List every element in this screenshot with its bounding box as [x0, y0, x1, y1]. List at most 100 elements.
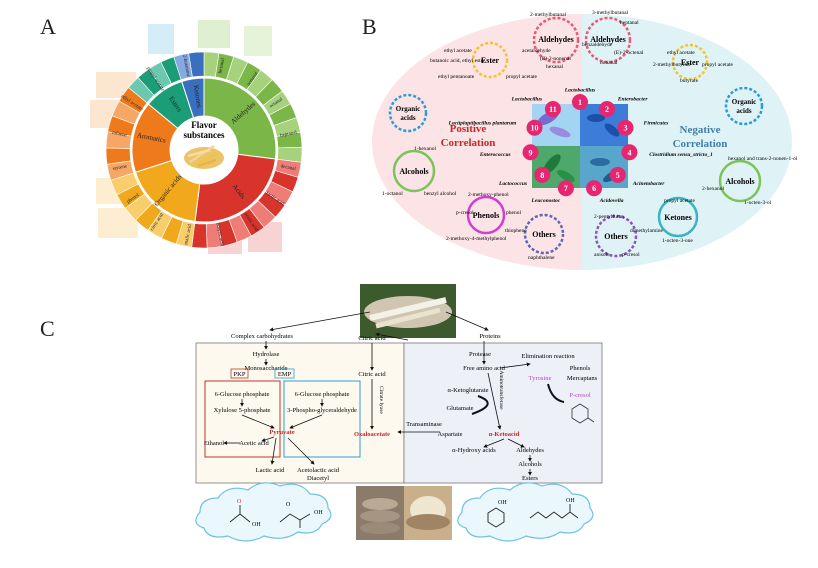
node-proteins: Proteins	[479, 333, 501, 340]
svg-text:OH: OH	[252, 522, 261, 528]
bold-curve-arrow	[471, 395, 489, 415]
svg-text:Ketones: Ketones	[664, 213, 692, 222]
sunburst-outer-label: 2-butanone	[181, 54, 190, 78]
group-ketones-negative: Ketones	[657, 196, 699, 238]
svg-text:1-octen-3-ol: 1-octen-3-ol	[744, 200, 772, 206]
svg-text:OH: OH	[314, 510, 323, 516]
svg-text:Acetolactic acid: Acetolactic acid	[297, 467, 340, 474]
svg-text:Diacetyl: Diacetyl	[307, 475, 329, 482]
bacteria-node-10	[526, 119, 543, 136]
p-cresol-structure	[571, 403, 595, 424]
bacteria-name-label: Lactiplantibacillus plantarum	[448, 121, 517, 127]
svg-text:Others: Others	[604, 232, 628, 241]
svg-text:Esters: Esters	[522, 475, 538, 482]
fries-image	[184, 144, 224, 169]
bacteria-node-number: 11	[549, 105, 557, 114]
svg-text:OH: OH	[566, 498, 575, 504]
sunburst-outer-segment	[188, 51, 205, 78]
svg-text:2-methoxy-phenol: 2-methoxy-phenol	[468, 192, 509, 198]
bacteria-node-6	[586, 180, 603, 197]
cloud-right: OH OH	[457, 482, 594, 542]
svg-text:1-octanol: 1-octanol	[382, 191, 403, 197]
svg-text:Aldehydes: Aldehydes	[516, 447, 544, 454]
food-photo	[360, 284, 456, 338]
svg-text:O: O	[286, 502, 291, 508]
svg-text:2-methoxy-4-methylphenol: 2-methoxy-4-methylphenol	[446, 236, 507, 242]
bacteria-name-label: Acinetobacter	[632, 181, 665, 187]
svg-text:ethyl acetate: ethyl acetate	[667, 50, 695, 56]
svg-text:Phenols: Phenols	[473, 211, 500, 220]
bacteria-node-3	[617, 119, 634, 136]
node-citric-acid-top: Citric acid	[358, 335, 386, 342]
bacteria-name-label: Lactobacillus	[564, 88, 596, 94]
bacteria-node-2	[599, 100, 616, 117]
bacteria-name-label: Leuconostoc	[531, 198, 561, 204]
svg-text:Transaminase: Transaminase	[406, 421, 442, 428]
group-others-negative: Others	[594, 214, 638, 258]
svg-text:α-Ketoglutarate: α-Ketoglutarate	[448, 387, 489, 394]
bold-curve-arrow-2	[547, 383, 565, 403]
negative-label-1: Negative	[680, 124, 721, 136]
svg-text:O: O	[237, 499, 242, 505]
fermentation-photos	[356, 486, 452, 540]
group-aldehydes-positive: Aldehydes	[532, 16, 580, 64]
positive-label-2: Correlation	[441, 137, 496, 149]
sunburst-callout-box	[244, 26, 272, 56]
node-complex-carbohydrates: Complex carbohydrates	[231, 333, 293, 340]
group-aldehydes-negative: Aldehydes	[584, 16, 632, 64]
svg-text:Others: Others	[532, 230, 556, 239]
negative-label-2: Correlation	[673, 138, 728, 150]
svg-text:Alcohols: Alcohols	[518, 461, 542, 468]
sunburst-outer-label: malic acid	[184, 224, 193, 246]
svg-text:2-methylbutanal: 2-methylbutanal	[530, 12, 567, 18]
svg-text:Ester: Ester	[481, 56, 500, 65]
svg-text:propyl acetate: propyl acetate	[664, 198, 696, 204]
bacteria-node-number: 2	[605, 105, 609, 114]
svg-text:OH: OH	[498, 500, 507, 506]
svg-text:2-hexanol: 2-hexanol	[702, 186, 724, 192]
bacteria-node-number: 9	[529, 148, 533, 157]
bacteria-name-label: Lactobacillus	[511, 97, 543, 103]
svg-text:acids: acids	[736, 107, 751, 115]
svg-text:butanoic acid, ethyl ester: butanoic acid, ethyl ester	[430, 58, 485, 64]
svg-text:Aspartate: Aspartate	[438, 431, 463, 438]
bacteria-name-label: Clostridium sensu_stricto_1	[649, 152, 713, 158]
sunburst-outer-label: heptanal	[280, 130, 298, 138]
svg-text:Organic: Organic	[396, 105, 421, 113]
bacteria-name-label: Firmicutes	[644, 121, 669, 127]
svg-text:ethyl acetate: ethyl acetate	[444, 48, 472, 54]
svg-text:Xylulose 5-phosphate: Xylulose 5-phosphate	[214, 407, 271, 414]
svg-text:2-methylbutyrate: 2-methylbutyrate	[653, 62, 691, 68]
bacteria-node-number: 10	[531, 124, 539, 133]
svg-text:Acetic acid: Acetic acid	[239, 440, 269, 447]
svg-text:2-pentylfuran: 2-pentylfuran	[594, 213, 624, 220]
svg-text:Aminotransferase: Aminotransferase	[498, 370, 505, 410]
group-alcohols-positive: Alcohols	[392, 149, 436, 193]
svg-text:Citric acid: Citric acid	[358, 371, 386, 378]
sunburst-callout-box	[198, 20, 230, 48]
bacteria-name-label: Enterobacter	[617, 97, 648, 103]
bacteria-node-5	[609, 166, 626, 183]
bacteria-node-1	[572, 94, 588, 110]
sunburst-callout-box	[148, 24, 174, 54]
bacteria-node-8	[534, 166, 551, 183]
svg-text:PKP: PKP	[234, 371, 246, 378]
svg-text:p-cresol: p-cresol	[456, 210, 474, 216]
svg-text:Elimination reaction: Elimination reaction	[521, 353, 575, 360]
compound-labels: ethyl acetate butanoic acid, ethyl ester…	[382, 10, 798, 261]
group-ester-negative: Ester	[671, 43, 709, 81]
group-phenols-positive: Phenols	[466, 195, 506, 235]
svg-text:heptanal: heptanal	[620, 20, 639, 26]
svg-text:α-Hydroxy acids: α-Hydroxy acids	[452, 447, 496, 454]
svg-text:α-Ketoacid: α-Ketoacid	[489, 431, 520, 438]
group-ester-positive: Ester	[471, 41, 509, 79]
sunburst-outer-label: toluene	[112, 131, 128, 139]
bacteria-node-4	[621, 144, 638, 161]
svg-text:Glutamate: Glutamate	[446, 405, 473, 412]
pathway-text: Complex carbohydrates Citric acid Protei…	[204, 333, 598, 482]
sunburst-outer-label: hexanal	[218, 57, 226, 74]
bacteria-name-label: Enterococcus	[479, 152, 511, 158]
metabolic-pathway: Complex carbohydrates Citric acid Protei…	[195, 284, 603, 542]
